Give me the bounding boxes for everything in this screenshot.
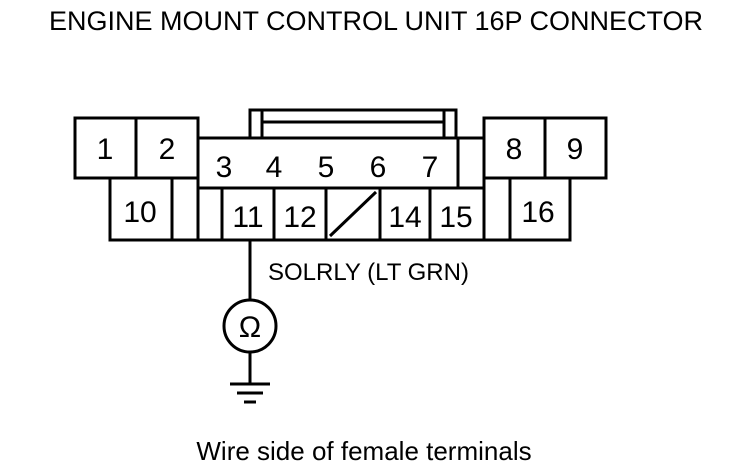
pin-3: 3 — [216, 151, 233, 184]
pin-5: 5 — [318, 151, 335, 184]
pin-14: 14 — [388, 201, 421, 234]
diagram-title: ENGINE MOUNT CONTROL UNIT 16P CONNECTOR — [49, 6, 703, 36]
pin-9: 9 — [567, 133, 584, 166]
ohm-symbol: Ω — [239, 311, 261, 344]
connector-latch — [248, 108, 458, 140]
diagram-caption: Wire side of female terminals — [196, 436, 531, 466]
pin-6: 6 — [370, 151, 387, 184]
unused-terminal-slash — [328, 190, 378, 238]
connector-dividers — [75, 118, 606, 240]
pin-16: 16 — [521, 196, 554, 229]
pin-10: 10 — [123, 196, 156, 229]
pin-1: 1 — [97, 133, 114, 166]
pin-12: 12 — [283, 201, 316, 234]
pin-labels: 1 2 3 4 5 6 7 8 9 10 11 12 14 15 16 — [97, 133, 584, 234]
ground-icon — [230, 382, 270, 404]
pin-7: 7 — [422, 151, 439, 184]
pin-2: 2 — [159, 133, 176, 166]
wire-label: SOLRLY (LT GRN) — [268, 259, 469, 286]
pin-11: 11 — [232, 201, 263, 234]
ohmmeter-icon: Ω — [222, 298, 278, 354]
pin-15: 15 — [439, 201, 472, 234]
pin-8: 8 — [506, 133, 523, 166]
pin-4: 4 — [266, 151, 283, 184]
